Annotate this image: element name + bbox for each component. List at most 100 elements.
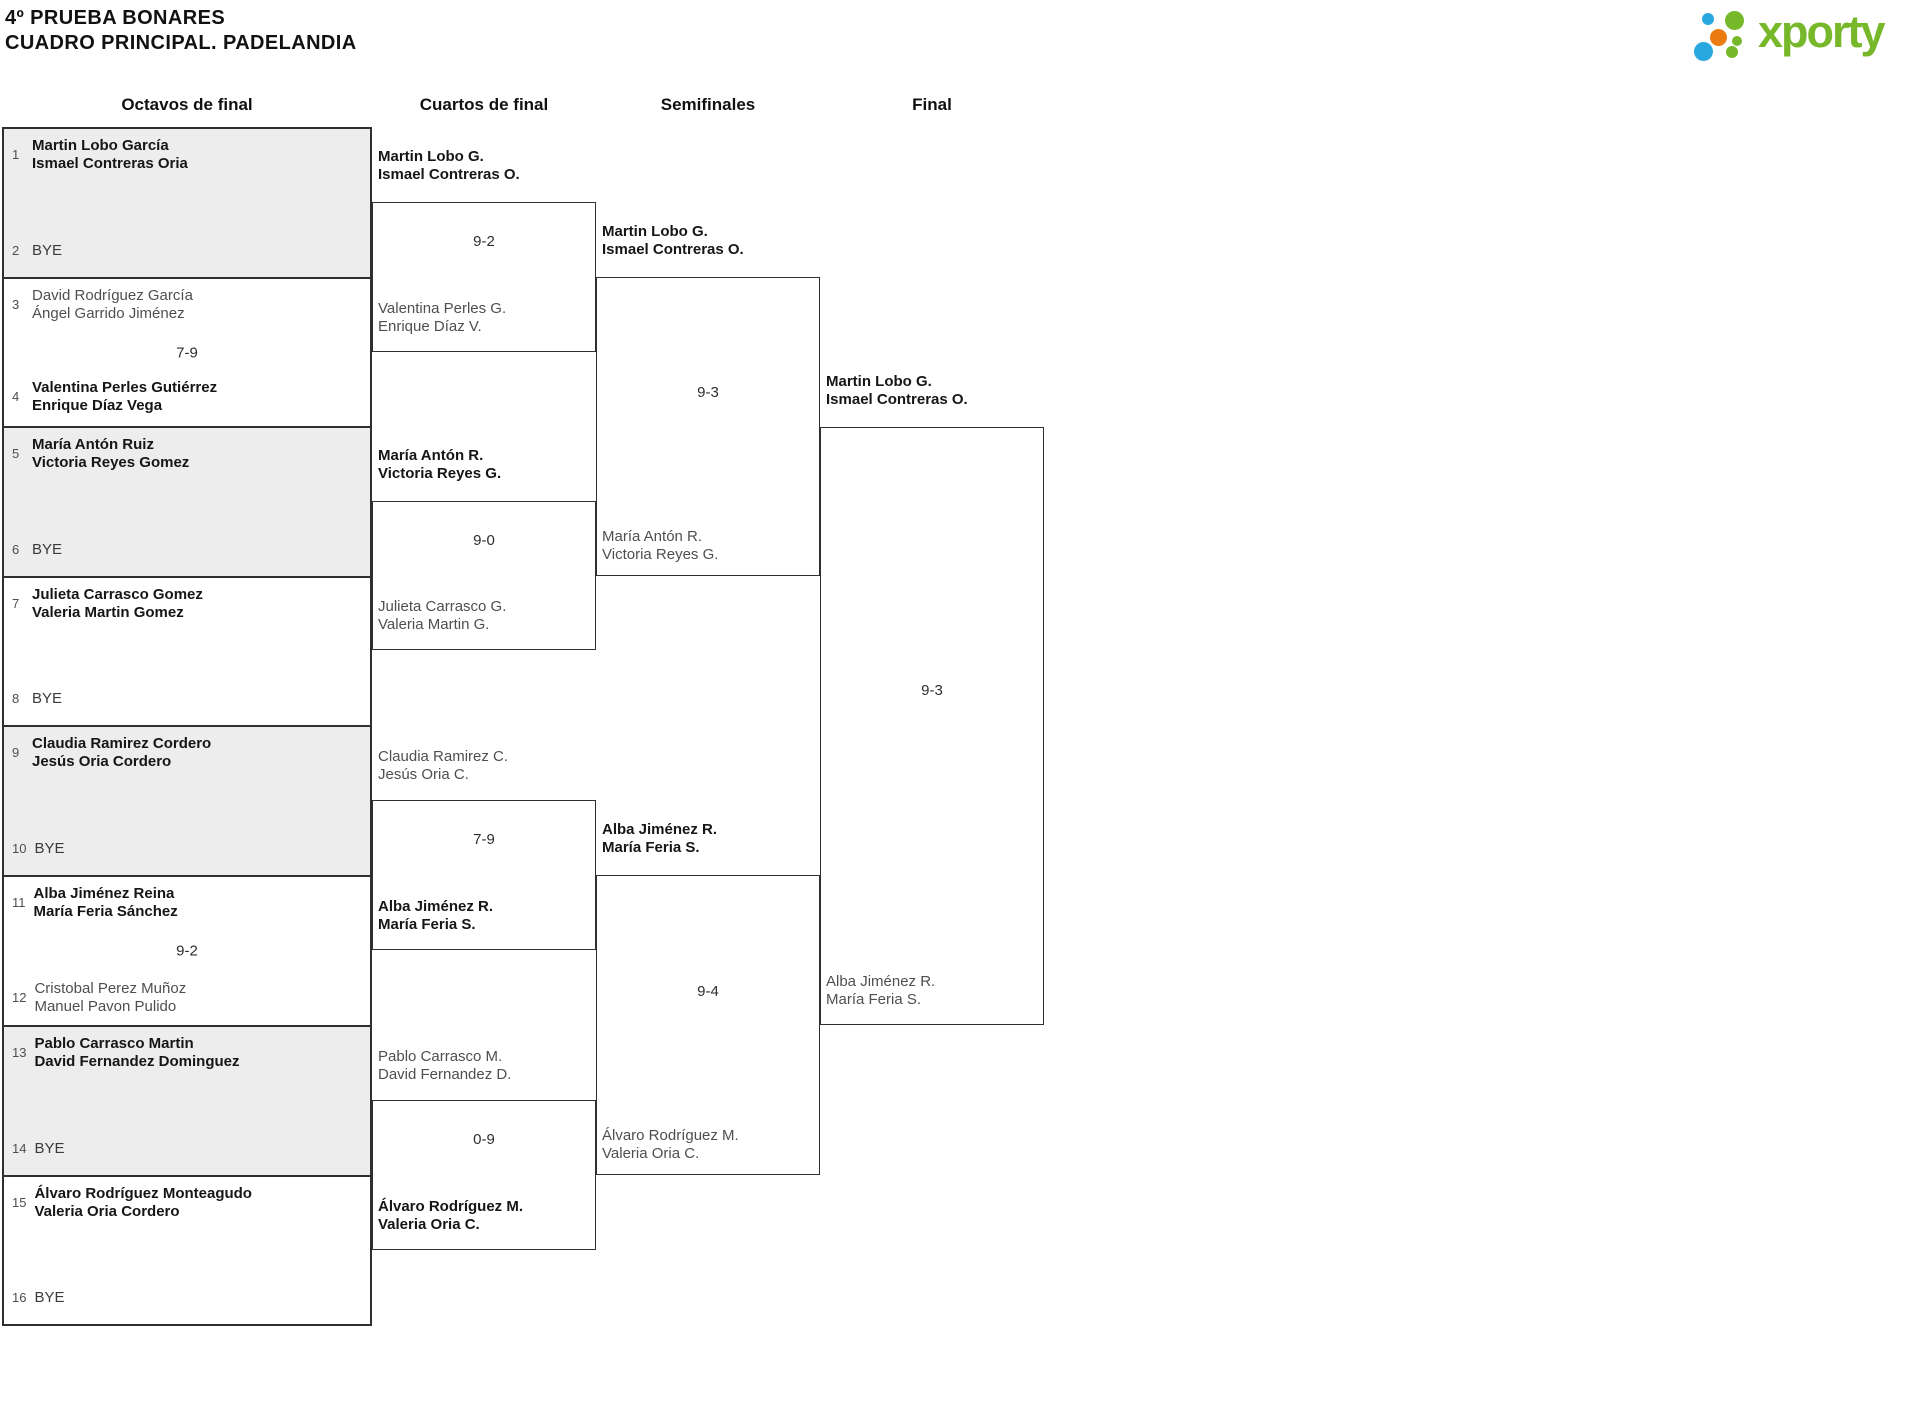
semifinal-2-bottom-team: Álvaro Rodríguez M. Valeria Oria C. bbox=[602, 1127, 739, 1162]
player-name: Manuel Pavon Pulido bbox=[34, 997, 177, 1015]
player-name: Valentina Perles Gutiérrez bbox=[32, 379, 218, 396]
semifinal-1-box bbox=[596, 277, 820, 576]
xporty-logo[interactable]: xporty bbox=[1690, 4, 1918, 72]
seed-number: 4 bbox=[12, 389, 20, 404]
final-score: 9-3 bbox=[921, 682, 943, 699]
seed-number: 16 bbox=[12, 1289, 27, 1305]
bye-label: BYE bbox=[32, 540, 63, 558]
seed-number: 8 bbox=[12, 690, 20, 706]
seed-number: 11 bbox=[12, 895, 26, 910]
bracket-slot-seed-7: 7 Julieta Carrasco Gomez Valeria Martin … bbox=[12, 586, 203, 621]
bracket-slot-seed-5: 5 María Antón Ruiz Victoria Reyes Gomez bbox=[12, 436, 189, 471]
player-name: Claudia Ramirez Cordero bbox=[32, 735, 212, 752]
player-name: Jesús Oria Cordero bbox=[32, 752, 172, 770]
bracket-slot-seed-14: 14 BYE bbox=[12, 1140, 64, 1158]
seed-number: 5 bbox=[12, 446, 20, 461]
player-name: Valeria Martin Gomez bbox=[32, 603, 184, 621]
bracket-slot-seed-4: 4 Valentina Perles Gutiérrez Enrique Día… bbox=[12, 379, 217, 414]
seed-number: 9 bbox=[12, 745, 20, 760]
octavos-match-2: 3 David Rodríguez García Ángel Garrido J… bbox=[2, 277, 372, 428]
player-name: Valeria Oria Cordero bbox=[34, 1202, 180, 1220]
round-header-semifinales: Semifinales bbox=[660, 95, 756, 114]
logo-wordmark: xporty bbox=[1758, 6, 1886, 57]
round-header-octavos: Octavos de final bbox=[121, 95, 253, 114]
round-header-cuartos: Cuartos de final bbox=[419, 95, 549, 114]
cuartos-3-bottom-team: Alba Jiménez R. María Feria S. bbox=[378, 898, 494, 933]
octavos-match-6: 11 Alba Jiménez Reina María Feria Sánche… bbox=[2, 875, 372, 1027]
seed-number: 6 bbox=[12, 541, 20, 557]
bracket-slot-seed-12: 12 Cristobal Perez Muñoz Manuel Pavon Pu… bbox=[12, 980, 186, 1015]
player-name: Álvaro Rodríguez Monteagudo bbox=[34, 1185, 252, 1202]
logo-dot-green-large bbox=[1725, 11, 1744, 30]
bye-label: BYE bbox=[34, 1288, 65, 1306]
player-name: Enrique Díaz Vega bbox=[32, 396, 163, 414]
cuartos-4-bottom-team: Álvaro Rodríguez M. Valeria Oria C. bbox=[378, 1198, 524, 1233]
logo-dot-green-mid bbox=[1732, 36, 1742, 46]
semifinal-1-score: 9-3 bbox=[697, 384, 719, 401]
logo-dot-blue-large bbox=[1694, 42, 1713, 61]
semifinal-1-top-team: Martin Lobo G. Ismael Contreras O. bbox=[602, 223, 744, 258]
player-name: María Antón Ruiz bbox=[32, 436, 154, 453]
cuartos-match-2-box bbox=[372, 501, 596, 650]
seed-number: 1 bbox=[12, 147, 20, 162]
cuartos-4-score: 0-9 bbox=[473, 1131, 495, 1148]
bye-label: BYE bbox=[32, 689, 63, 707]
final-bottom-team: Alba Jiménez R. María Feria S. bbox=[826, 973, 936, 1008]
final-box bbox=[820, 427, 1044, 1025]
player-name: Martin Lobo García bbox=[32, 137, 169, 154]
cuartos-match-4-box bbox=[372, 1100, 596, 1250]
seed-number: 13 bbox=[12, 1045, 27, 1060]
bye-label: BYE bbox=[32, 241, 63, 259]
match-score: 9-2 bbox=[176, 942, 198, 960]
semifinal-2-top-team: Alba Jiménez R. María Feria S. bbox=[602, 821, 718, 856]
cuartos-3-top-team: Claudia Ramirez C. Jesús Oria C. bbox=[378, 748, 509, 783]
cuartos-1-top-team: Martin Lobo G. Ismael Contreras O. bbox=[378, 148, 520, 183]
match-score: 7-9 bbox=[176, 344, 198, 361]
bracket-slot-seed-6: 6 BYE bbox=[12, 541, 62, 559]
cuartos-2-score: 9-0 bbox=[473, 532, 495, 549]
bracket-slot-seed-3: 3 David Rodríguez García Ángel Garrido J… bbox=[12, 287, 193, 322]
title-line-2: CUADRO PRINCIPAL. PADELANDIA bbox=[5, 32, 357, 54]
semifinal-1-bottom-team: María Antón R. Victoria Reyes G. bbox=[602, 528, 719, 563]
cuartos-1-score: 9-2 bbox=[473, 233, 495, 250]
bracket-slot-seed-15: 15 Álvaro Rodríguez Monteagudo Valeria O… bbox=[12, 1185, 252, 1220]
octavos-match-8: 15 Álvaro Rodríguez Monteagudo Valeria O… bbox=[2, 1175, 372, 1326]
bye-label: BYE bbox=[34, 839, 65, 857]
bracket-slot-seed-2: 2 BYE bbox=[12, 242, 62, 260]
octavos-match-7: 13 Pablo Carrasco Martin David Fernandez… bbox=[2, 1025, 372, 1177]
bracket-slot-seed-13: 13 Pablo Carrasco Martin David Fernandez… bbox=[12, 1035, 240, 1070]
logo-dot-green-small bbox=[1726, 46, 1738, 58]
bracket-slot-seed-16: 16 BYE bbox=[12, 1289, 64, 1307]
player-name: Julieta Carrasco Gomez bbox=[32, 586, 203, 603]
seed-number: 3 bbox=[12, 297, 20, 312]
seed-number: 7 bbox=[12, 596, 20, 611]
seed-number: 10 bbox=[12, 840, 27, 856]
octavos-match-1: 1 Martin Lobo García Ismael Contreras Or… bbox=[2, 127, 372, 279]
player-name: Cristobal Perez Muñoz bbox=[34, 980, 187, 997]
player-name: Ismael Contreras Oria bbox=[32, 154, 188, 172]
seed-number: 2 bbox=[12, 242, 20, 258]
player-name: David Fernandez Dominguez bbox=[34, 1052, 240, 1070]
bracket-slot-seed-9: 9 Claudia Ramirez Cordero Jesús Oria Cor… bbox=[12, 735, 211, 770]
page-title: 4º PRUEBA BONARES CUADRO PRINCIPAL. PADE… bbox=[5, 6, 357, 56]
player-name: Victoria Reyes Gomez bbox=[32, 453, 190, 471]
round-header-final: Final bbox=[912, 95, 952, 114]
cuartos-1-bottom-team: Valentina Perles G. Enrique Díaz V. bbox=[378, 300, 507, 335]
octavos-match-3: 5 María Antón Ruiz Victoria Reyes Gomez … bbox=[2, 426, 372, 578]
player-name: Alba Jiménez Reina bbox=[33, 885, 175, 902]
cuartos-2-top-team: María Antón R. Victoria Reyes G. bbox=[378, 447, 502, 482]
cuartos-4-top-team: Pablo Carrasco M. David Fernandez D. bbox=[378, 1048, 512, 1083]
bracket-slot-seed-8: 8 BYE bbox=[12, 690, 62, 708]
bracket-slot-seed-11: 11 Alba Jiménez Reina María Feria Sánche… bbox=[12, 885, 178, 920]
logo-dot-blue-small bbox=[1702, 13, 1714, 25]
player-name: Ángel Garrido Jiménez bbox=[32, 304, 185, 322]
title-line-1: 4º PRUEBA BONARES bbox=[5, 7, 226, 29]
octavos-match-4: 7 Julieta Carrasco Gomez Valeria Martin … bbox=[2, 576, 372, 727]
cuartos-match-3-box bbox=[372, 800, 596, 950]
cuartos-match-1-box bbox=[372, 202, 596, 352]
bracket-slot-seed-10: 10 BYE bbox=[12, 840, 64, 858]
player-name: Pablo Carrasco Martin bbox=[34, 1035, 194, 1052]
cuartos-3-score: 7-9 bbox=[473, 831, 495, 848]
final-top-team: Martin Lobo G. Ismael Contreras O. bbox=[826, 373, 968, 408]
